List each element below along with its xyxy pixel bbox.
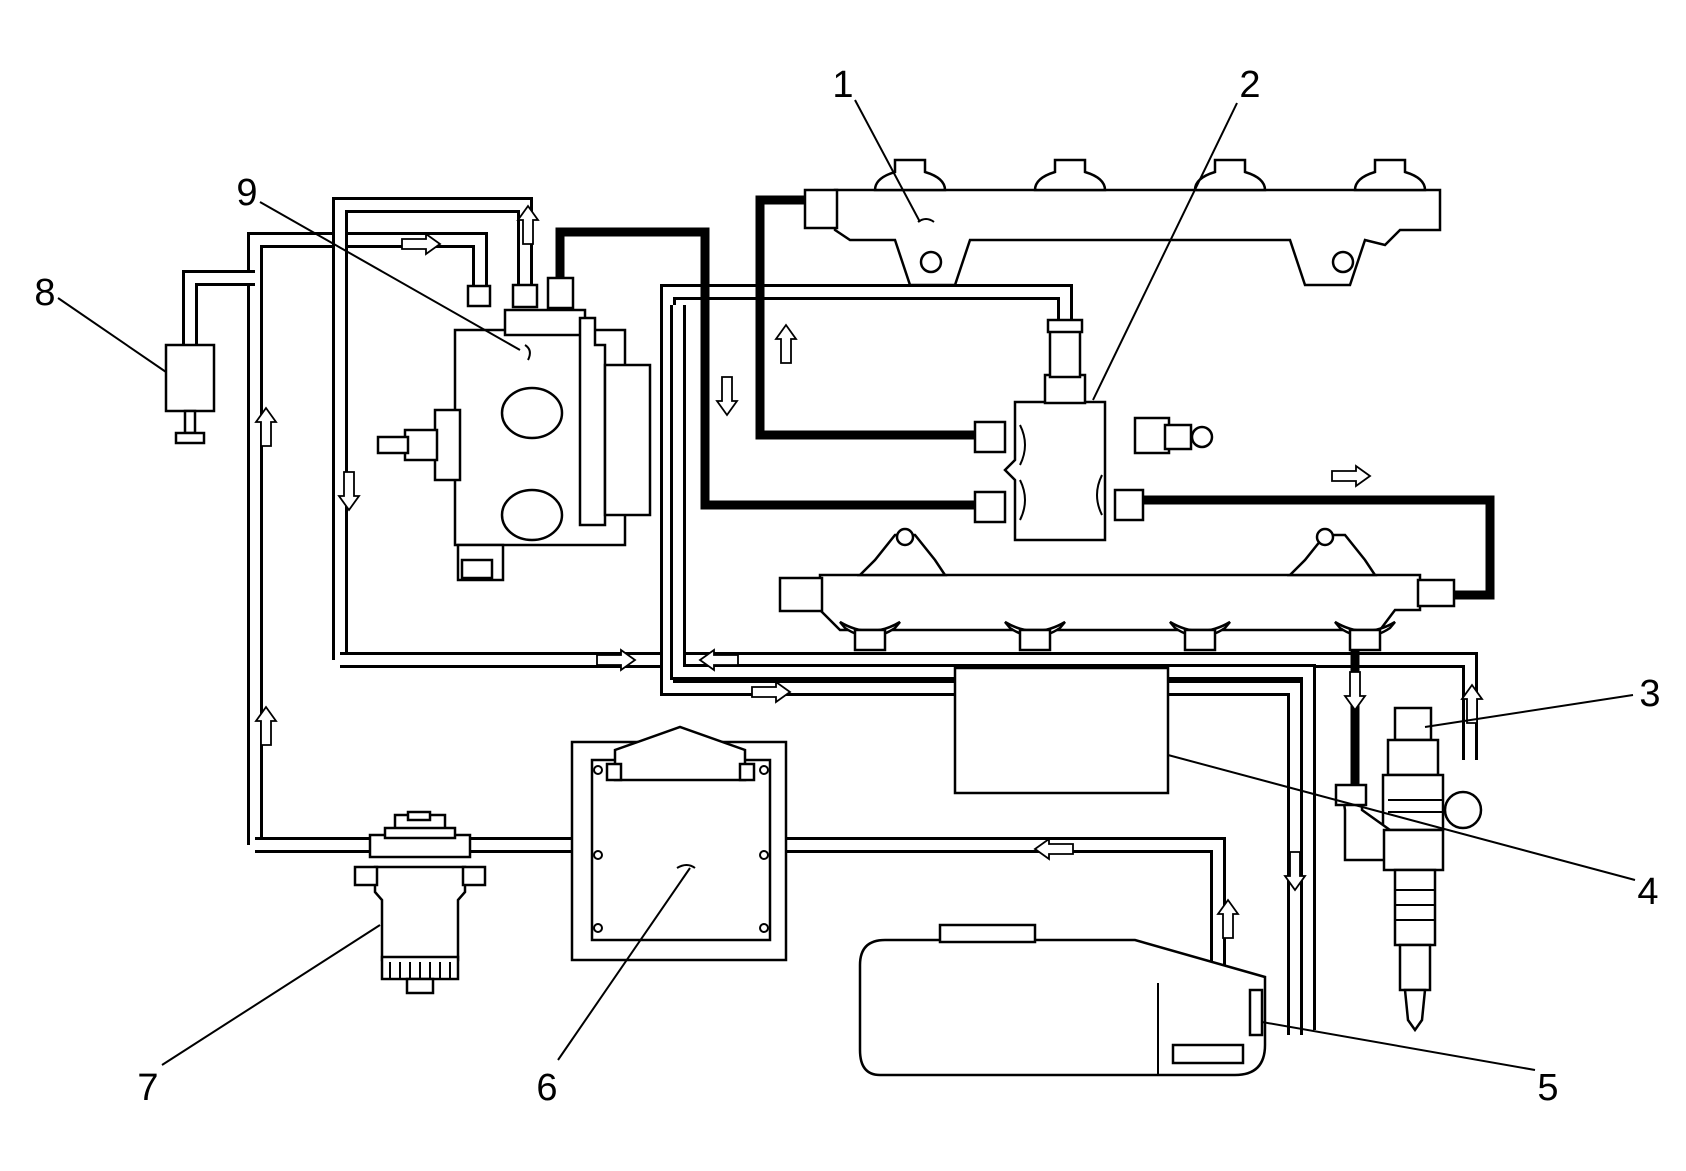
- engine-control-module: [570, 725, 788, 962]
- upper-fuel-rail: [803, 158, 1442, 287]
- callout-2: 2: [1239, 64, 1260, 106]
- callout-6: 6: [536, 1067, 557, 1109]
- callout-5: 5: [1537, 1067, 1558, 1109]
- fuel-tank: [858, 923, 1267, 1077]
- callout-9: 9: [236, 172, 257, 214]
- callout-7: 7: [137, 1067, 158, 1109]
- fuel-filter: [353, 810, 487, 995]
- callout-1: 1: [832, 64, 853, 106]
- callouts: 1 2 3 4 5 6 7 8 9: [34, 64, 1660, 1109]
- low-pressure-lines: [182, 197, 1478, 1040]
- lower-fuel-rail: [778, 527, 1456, 652]
- callout-8: 8: [34, 272, 55, 314]
- callout-3: 3: [1639, 673, 1660, 715]
- high-pressure-pump: [376, 276, 652, 582]
- fuel-cooler: [953, 666, 1170, 795]
- pressure-regulator: [973, 318, 1214, 542]
- callout-4: 4: [1637, 871, 1658, 913]
- fuel-sensor: [164, 343, 216, 445]
